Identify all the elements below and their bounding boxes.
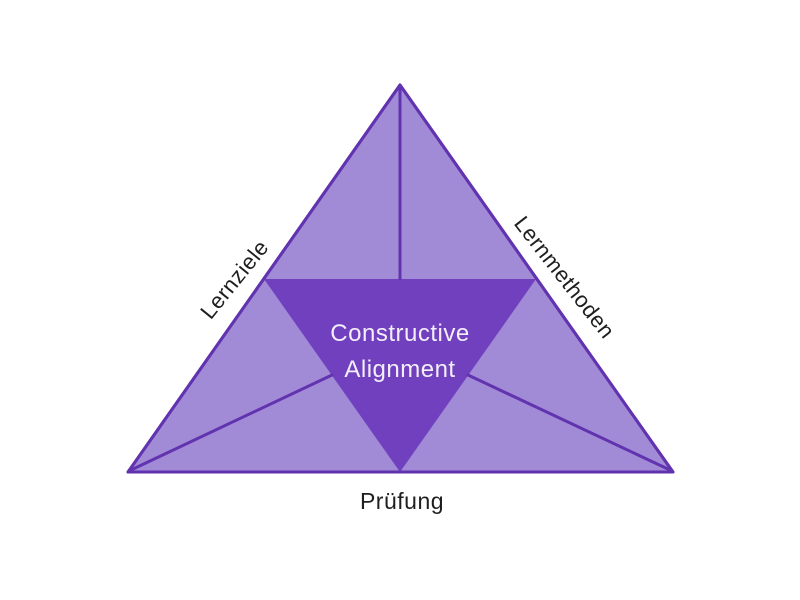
label-pruefung: Prüfung: [360, 488, 444, 514]
center-label-line1: Constructive: [330, 320, 469, 347]
center-label-line2: Alignment: [344, 356, 455, 383]
bottom-right-median-line: [466, 373, 672, 472]
bottom-left-median-line: [129, 373, 334, 472]
outer-triangle-border: [126, 83, 675, 474]
inner-triangle: [264, 279, 536, 472]
